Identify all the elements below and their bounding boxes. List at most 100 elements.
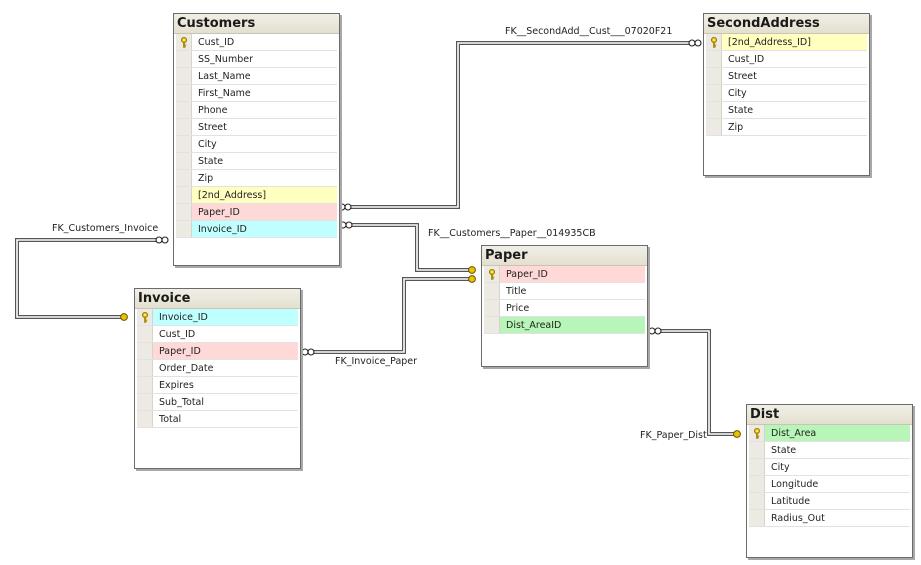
table-title[interactable]: SecondAddress (704, 14, 869, 34)
row-selector[interactable] (176, 170, 192, 186)
column-row[interactable]: Paper_ID (137, 343, 298, 360)
row-selector[interactable] (706, 51, 722, 67)
row-selector[interactable] (137, 411, 153, 427)
one-end-key-icon (733, 430, 741, 438)
column-row[interactable]: Invoice_ID (137, 309, 298, 326)
relationship-label-customers-invoice[interactable]: FK_Customers_Invoice (52, 223, 159, 234)
row-selector[interactable] (484, 300, 500, 316)
column-row[interactable]: State (176, 153, 337, 170)
row-selector[interactable] (484, 317, 500, 333)
row-selector[interactable] (176, 136, 192, 152)
column-row[interactable]: Street (176, 119, 337, 136)
row-selector[interactable] (176, 153, 192, 169)
column-name: Zip (198, 173, 214, 184)
relationship-line-inner (647, 330, 735, 435)
column-name: Phone (198, 105, 228, 116)
row-selector[interactable] (706, 85, 722, 101)
row-selector[interactable] (176, 102, 192, 118)
table-title[interactable]: Dist (747, 405, 912, 425)
relationship-line-inner (16, 239, 166, 318)
column-row[interactable]: Paper_ID (484, 266, 645, 283)
column-name: City (728, 88, 747, 99)
column-row[interactable]: City (749, 459, 910, 476)
column-row[interactable]: [2nd_Address_ID] (706, 34, 867, 51)
row-selector[interactable] (176, 85, 192, 101)
row-selector[interactable] (706, 68, 722, 84)
column-row[interactable]: Cust_ID (176, 34, 337, 51)
row-selector[interactable] (484, 283, 500, 299)
row-selector[interactable] (176, 187, 192, 203)
table-title[interactable]: Customers (174, 14, 339, 34)
column-row[interactable]: State (706, 102, 867, 119)
table-title[interactable]: Paper (482, 246, 647, 266)
many-end-icon (301, 348, 315, 356)
row-selector[interactable] (749, 459, 765, 475)
relationship-line-paper-dist[interactable] (647, 329, 735, 436)
column-name: State (728, 105, 754, 116)
many-end-icon (688, 39, 702, 47)
relationship-line-invoice-paper[interactable] (300, 277, 470, 354)
row-selector[interactable] (749, 493, 765, 509)
column-name: SS_Number (198, 54, 253, 65)
column-row[interactable]: Total (137, 411, 298, 428)
table-title[interactable]: Invoice (135, 289, 300, 309)
column-row[interactable]: City (176, 136, 337, 153)
column-row[interactable]: SS_Number (176, 51, 337, 68)
column-row[interactable]: Zip (706, 119, 867, 136)
row-selector[interactable] (176, 221, 192, 237)
row-selector[interactable] (137, 326, 153, 342)
primary-key-icon (489, 269, 495, 280)
row-selector[interactable] (176, 204, 192, 220)
column-row[interactable]: Phone (176, 102, 337, 119)
row-selector[interactable] (749, 476, 765, 492)
column-row[interactable]: Radius_Out (749, 510, 910, 527)
column-row[interactable]: City (706, 85, 867, 102)
row-selector[interactable] (137, 343, 153, 359)
column-row[interactable]: Dist_AreaID (484, 317, 645, 334)
column-name: Street (198, 122, 227, 133)
relationship-label-customers-paper[interactable]: FK__Customers__Paper__014935CB (428, 228, 596, 239)
column-row[interactable]: Dist_Area (749, 425, 910, 442)
column-row[interactable]: Paper_ID (176, 204, 337, 221)
column-name: Paper_ID (198, 207, 240, 218)
column-row[interactable]: Expires (137, 377, 298, 394)
row-selector[interactable] (706, 119, 722, 135)
row-selector[interactable] (176, 68, 192, 84)
column-row[interactable]: First_Name (176, 85, 337, 102)
column-row[interactable]: Longitude (749, 476, 910, 493)
column-name: Radius_Out (771, 513, 825, 524)
column-row[interactable]: Zip (176, 170, 337, 187)
column-row[interactable]: Order_Date (137, 360, 298, 377)
relationship-label-secondadd[interactable]: FK__SecondAdd__Cust___07020F21 (505, 26, 673, 37)
relationship-label-invoice-paper[interactable]: FK_Invoice_Paper (335, 356, 418, 367)
relationship-line-secondadd[interactable] (338, 41, 690, 209)
column-name: Price (506, 303, 530, 314)
column-row[interactable]: Street (706, 68, 867, 85)
row-selector[interactable] (137, 377, 153, 393)
column-row[interactable]: Last_Name (176, 68, 337, 85)
row-selector[interactable] (176, 51, 192, 67)
row-selector[interactable] (137, 360, 153, 376)
row-selector[interactable] (706, 102, 722, 118)
row-selector[interactable] (176, 119, 192, 135)
column-row[interactable]: Title (484, 283, 645, 300)
row-selector[interactable] (749, 442, 765, 458)
column-row[interactable]: Latitude (749, 493, 910, 510)
relationship-label-paper-dist[interactable]: FK_Paper_Dist (640, 430, 707, 441)
column-row[interactable]: Cust_ID (706, 51, 867, 68)
column-row[interactable]: Cust_ID (137, 326, 298, 343)
column-row[interactable]: State (749, 442, 910, 459)
column-row[interactable]: Invoice_ID (176, 221, 337, 238)
row-selector[interactable] (749, 510, 765, 526)
column-row[interactable]: Sub_Total (137, 394, 298, 411)
column-row[interactable]: Price (484, 300, 645, 317)
column-row[interactable]: [2nd_Address] (176, 187, 337, 204)
row-selector[interactable] (137, 394, 153, 410)
column-name: State (771, 445, 797, 456)
